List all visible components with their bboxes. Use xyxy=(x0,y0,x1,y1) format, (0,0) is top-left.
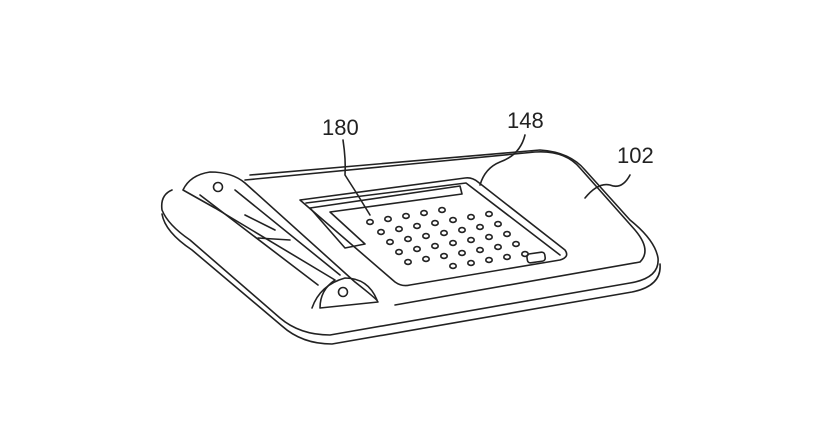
hole xyxy=(457,249,466,257)
roller-housing xyxy=(182,171,379,309)
hole xyxy=(439,252,448,260)
hole xyxy=(430,242,439,250)
hole xyxy=(383,215,392,223)
hole xyxy=(394,248,403,256)
label-102: 102 xyxy=(617,143,654,168)
hole xyxy=(448,216,457,224)
hole xyxy=(439,229,448,237)
leader-180 xyxy=(342,139,371,216)
hole xyxy=(421,255,430,263)
hole xyxy=(412,222,421,230)
hole-array xyxy=(365,206,529,270)
label-180: 180 xyxy=(322,115,359,140)
hole xyxy=(412,245,421,253)
hole xyxy=(475,246,484,254)
hole xyxy=(419,209,428,217)
hole xyxy=(493,243,502,251)
hole xyxy=(475,223,484,231)
leader-148 xyxy=(479,134,526,186)
hole xyxy=(484,233,493,241)
hole xyxy=(466,236,475,244)
hole xyxy=(484,210,493,218)
label-148: 148 xyxy=(507,108,544,133)
hole xyxy=(394,225,403,233)
hole xyxy=(403,258,412,266)
hole xyxy=(502,230,511,238)
hole xyxy=(493,220,502,228)
leader-102 xyxy=(584,174,631,199)
hole xyxy=(430,219,439,227)
hole xyxy=(365,218,374,226)
hole xyxy=(520,250,529,258)
hole xyxy=(421,232,430,240)
hole xyxy=(385,238,394,246)
hole xyxy=(376,228,385,236)
base-plate-bottom-edge xyxy=(161,213,661,345)
hole xyxy=(401,212,410,220)
hole xyxy=(403,235,412,243)
roller-housing-inner xyxy=(199,189,341,286)
hole xyxy=(511,240,520,248)
hole xyxy=(437,206,446,214)
pivot-hole-top xyxy=(212,181,224,193)
hole xyxy=(466,259,475,267)
hole xyxy=(484,256,493,264)
pivot-hole-bottom xyxy=(337,286,349,298)
slot-180 xyxy=(309,185,463,249)
hole xyxy=(457,226,466,234)
connector-pad xyxy=(526,251,547,264)
base-plate-outline xyxy=(160,149,659,336)
hole xyxy=(448,239,457,247)
recessed-panel xyxy=(299,177,568,287)
hole xyxy=(466,213,475,221)
hole xyxy=(502,253,511,261)
plate-top-surface xyxy=(244,151,646,306)
hole xyxy=(448,262,457,270)
roller-end-cap xyxy=(311,277,378,309)
